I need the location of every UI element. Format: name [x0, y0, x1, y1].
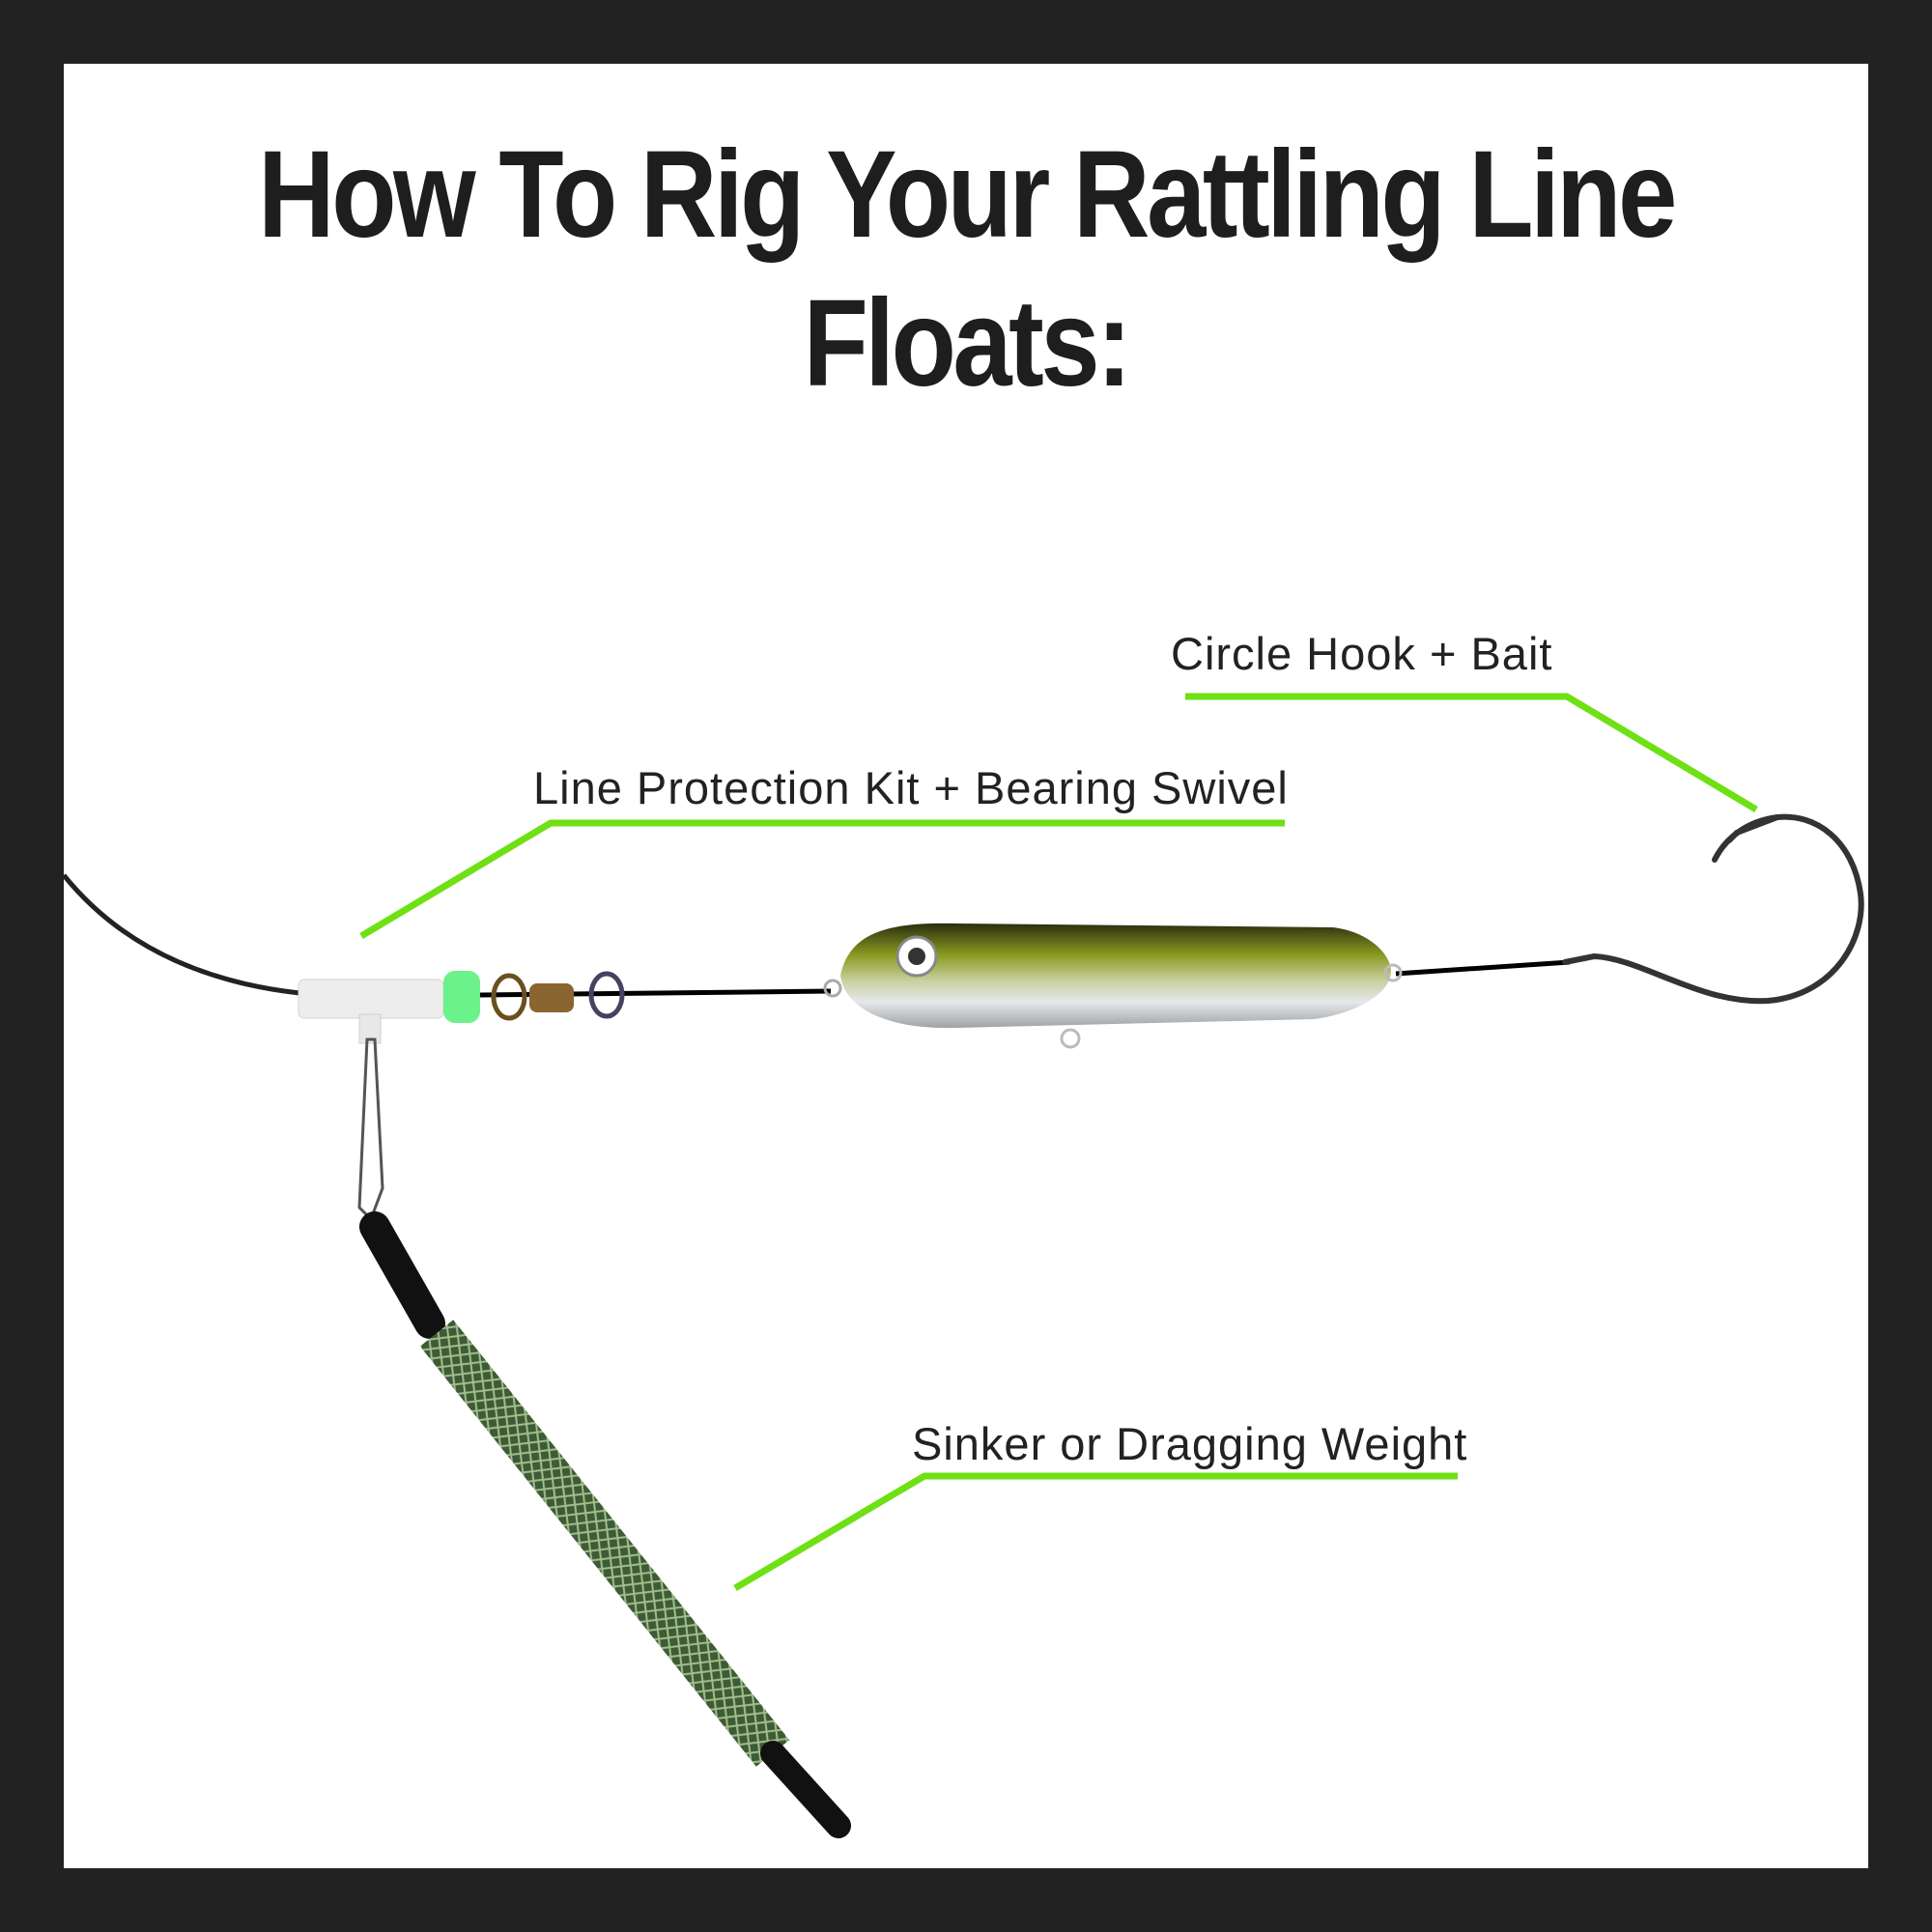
callout-sinker: Sinker or Dragging Weight	[733, 1418, 1467, 1592]
line-protector-icon	[298, 979, 444, 1044]
bearing-swivel-icon	[491, 971, 625, 1021]
title-line-2: Floats:	[803, 274, 1132, 412]
callout-line-protection	[359, 819, 1285, 940]
sinker-icon	[359, 1211, 851, 1838]
lure-float-icon	[823, 923, 1403, 1049]
callout-line-hook	[1185, 693, 1758, 813]
circle-hook-icon	[1562, 813, 1864, 1005]
leader-line-hook	[1395, 959, 1571, 977]
main-line	[62, 873, 300, 996]
label-protection: Line Protection Kit + Bearing Swivel	[533, 762, 1289, 813]
callout-hook: Circle Hook + Bait	[1171, 628, 1758, 813]
callout-protection: Line Protection Kit + Bearing Swivel	[359, 762, 1289, 940]
label-sinker: Sinker or Dragging Weight	[912, 1418, 1467, 1469]
bead-icon	[443, 971, 480, 1023]
label-hook: Circle Hook + Bait	[1171, 628, 1552, 679]
snap-icon	[357, 1037, 384, 1222]
callout-line-sinker	[733, 1472, 1458, 1592]
title-line-1: How To Rig Your Rattling Line	[258, 126, 1677, 264]
